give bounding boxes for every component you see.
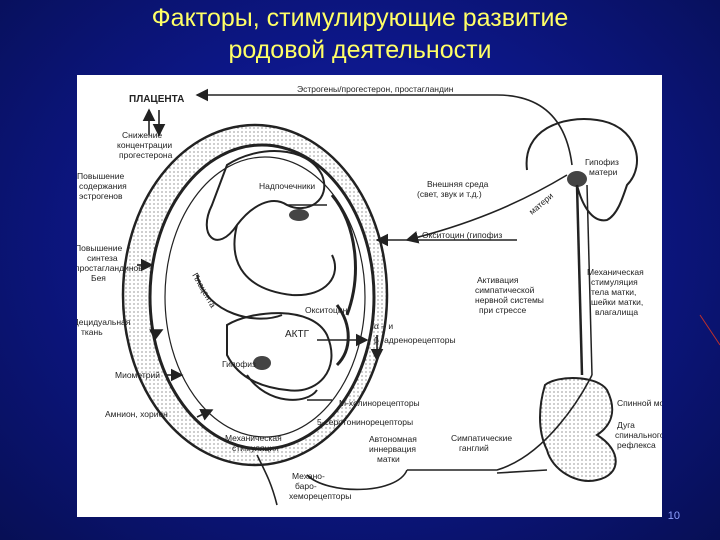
label-mech-1: Механическая [225,433,282,443]
label-synth-2: синтеза [87,253,118,263]
label-decidual-2: ткань [81,327,103,337]
label-arc-3: рефлекса [617,440,656,450]
label-decrease-3: прогестерона [119,150,173,160]
label-synth-4: Бея [91,273,106,283]
label-mechano-2: баро- [295,481,317,491]
spinal-cord-drawing [540,378,616,481]
label-acth: АКТГ [285,329,310,340]
page-number: 10 [668,510,680,522]
label-mech-stim-5: влагалища [595,307,638,317]
label-sympathetic-1: Активация [477,275,519,285]
diagram-drawing: ПЛАЦЕНТА Эстрогены/прогестерон, простагл… [77,75,662,517]
label-oxytocin-fetal: Окситоцин [305,305,348,315]
label-autonomic-1: Автономная [369,434,417,444]
label-mechano-3: хеморецепторы [289,491,351,501]
label-sympathetic-4: при стрессе [479,305,527,315]
label-environment-1: Внешняя среда [427,179,489,189]
label-increase-1: Повышение [77,171,124,181]
label-m-cholino: М-холинорецепторы [339,398,420,408]
label-adrenal: Надпочечники [259,181,315,191]
label-mech-stim-4: шейки матки, [591,297,643,307]
label-mechano-1: Механо- [292,471,325,481]
label-mech-stim-1: Механическая [587,267,644,277]
label-alpha-2: β -адренорецепторы [374,335,456,345]
label-pituitary-fetal: Гипофиз [222,359,256,369]
label-mech-2: стимуляция [232,443,279,453]
label-increase-2: содержания [79,181,127,191]
diagram-figure: ПЛАЦЕНТА Эстрогены/прогестерон, простагл… [77,75,662,517]
maternal-brain-drawing [527,119,637,375]
label-decrease-2: концентрации [117,140,172,150]
label-increase-3: эстрогенов [79,191,123,201]
label-mech-stim-2: стимуляция [591,277,638,287]
label-mech-stim-3: тела матки, [591,287,636,297]
label-autonomic-2: иннервация [369,444,416,454]
label-amnion: Амнион, хорион [105,409,168,419]
label-sympathetic-2: симпатической [475,285,535,295]
label-decrease-1: Снижение [122,130,162,140]
label-autonomic-3: матки [377,454,400,464]
label-oxytocin-mother: Окситоцин (гипофиз [422,230,502,240]
label-ganglion-2: ганглий [459,443,489,453]
label-placenta: ПЛАЦЕНТА [129,94,184,105]
label-decidual-1: Децидуальная [77,317,131,327]
label-synth-1: Повышение [77,243,122,253]
label-serotonin: 5-серотонинорецепторы [317,417,413,427]
label-sympathetic-3: нервной системы [475,295,544,305]
label-arc-2: спинального [615,430,662,440]
label-pituitary-mother-2: матери [589,167,618,177]
label-arc-1: Дуга [617,420,635,430]
label-ganglion-1: Симпатические [451,433,512,443]
label-pituitary-mother-1: Гипофиз [585,157,619,167]
label-synth-3: простагландинов [77,263,143,273]
label-estrogens: Эстрогены/прогестерон, простагландин [297,84,454,94]
label-alpha-1: α – и [374,321,393,331]
label-spinal-cord: Спинной мозг [617,398,662,408]
label-environment-2: (свет, звук и т.д.) [417,189,482,199]
label-myometrium: Миометрий [115,370,160,380]
